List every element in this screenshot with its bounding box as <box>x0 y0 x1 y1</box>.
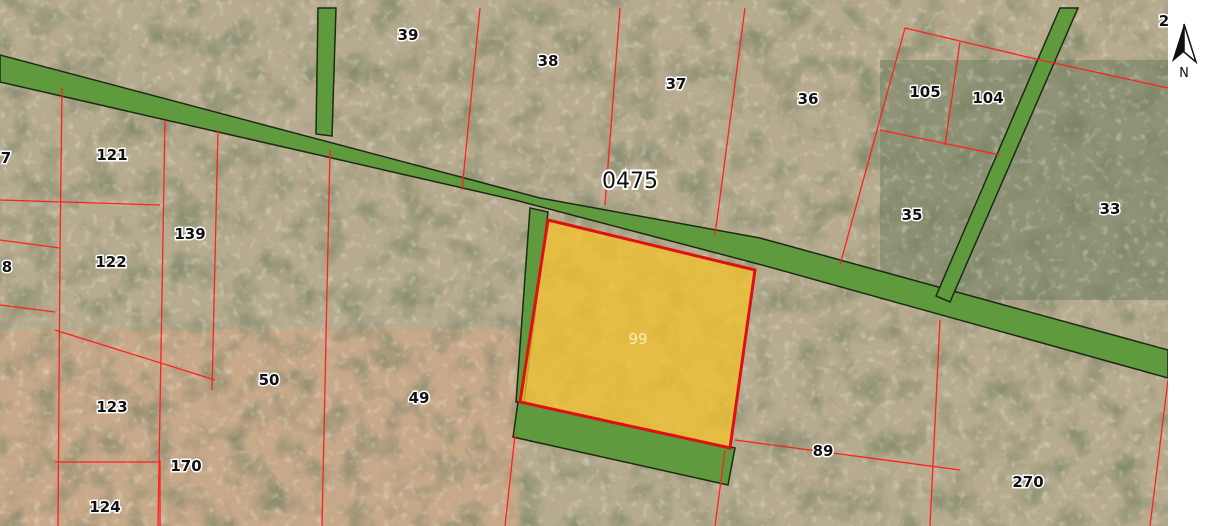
parcel-label: 50 <box>259 371 280 389</box>
parcel-label: 8 <box>2 258 12 276</box>
parcel-label: 122 <box>95 253 126 271</box>
road-network <box>0 7 1168 486</box>
parcel-label: 104 <box>972 89 1003 107</box>
road-branch-39 <box>315 7 337 137</box>
parcel-label: 123 <box>96 398 127 416</box>
parcel-labels: 39 38 37 36 105 104 2 7 121 139 122 8 35… <box>0 11 1168 518</box>
subject-parcel-label: 99 <box>628 330 647 348</box>
parcel-label: 38 <box>538 52 559 70</box>
parcel-label: 36 <box>798 90 819 108</box>
parcel-label: 89 <box>813 442 834 460</box>
parcel-label: 139 <box>174 225 205 243</box>
parcel-label: 39 <box>398 26 419 44</box>
parcel-label: 105 <box>909 83 940 101</box>
north-label: N <box>1179 66 1189 81</box>
parcel-boundaries <box>0 7 1168 526</box>
parcel-label: 124 <box>89 498 120 516</box>
satellite-map[interactable]: 39 38 37 36 105 104 2 7 121 139 122 8 35… <box>0 0 1168 526</box>
north-arrow-icon <box>1172 23 1198 65</box>
north-arrow: N <box>1168 22 1200 92</box>
subject-parcel-99[interactable] <box>518 218 757 450</box>
parcel-label: 37 <box>666 75 687 93</box>
parcel-label: 7 <box>1 149 11 167</box>
parcel-label: 2 <box>1159 12 1168 30</box>
parcel-label: 121 <box>96 146 127 164</box>
road-label: 0475 <box>602 169 658 194</box>
parcel-label: 170 <box>170 457 201 475</box>
parcel-label: 35 <box>902 206 923 224</box>
parcel-label: 33 <box>1100 200 1121 218</box>
parcel-label: 49 <box>409 389 430 407</box>
parcel-label: 270 <box>1012 473 1043 491</box>
road-branch-northeast <box>935 7 1080 303</box>
main-road <box>0 54 1168 379</box>
